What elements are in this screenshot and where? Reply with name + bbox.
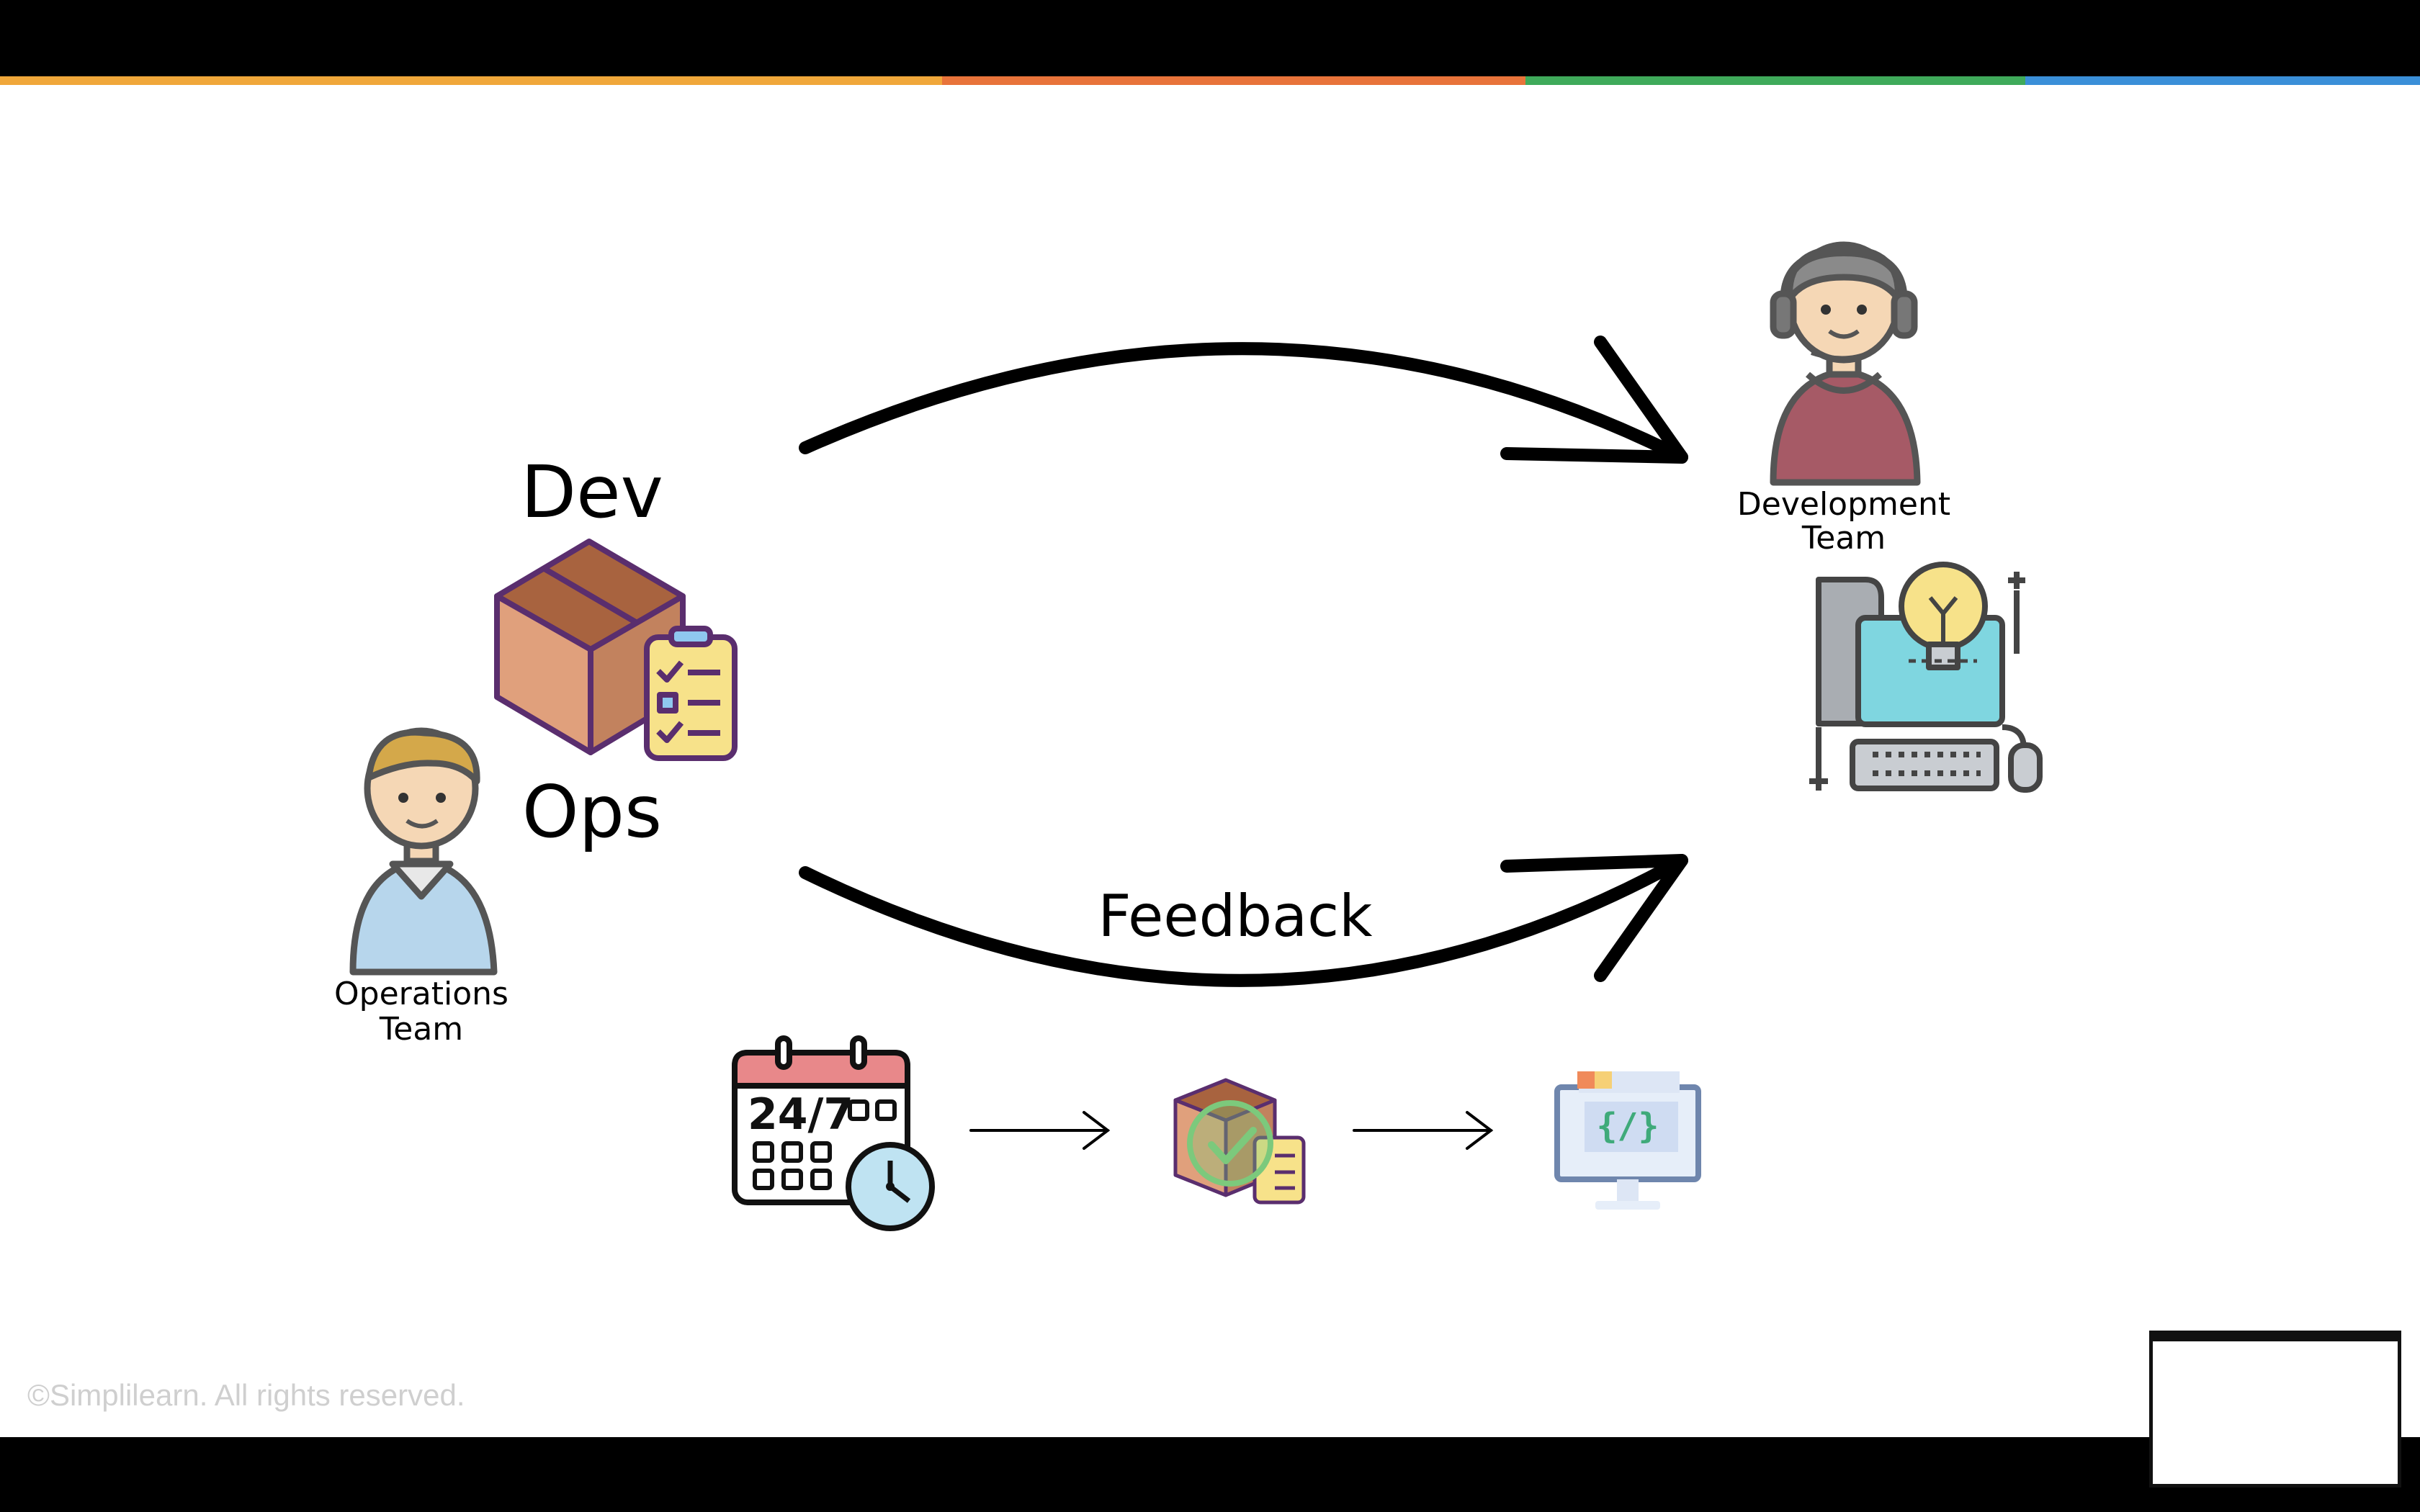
operations-team-line1: Operations bbox=[334, 976, 508, 1012]
flow-arrow-2 bbox=[1353, 1111, 1494, 1150]
developer-headset-icon bbox=[1770, 241, 1921, 486]
feedback-arrow bbox=[799, 854, 1688, 987]
svg-text:{/}: {/} bbox=[1597, 1106, 1659, 1146]
flow-arrow-1 bbox=[969, 1111, 1111, 1150]
accent-stripe-blue bbox=[2025, 76, 2420, 85]
presenter-thumbnail bbox=[2149, 1331, 2401, 1488]
operations-person-icon bbox=[349, 727, 498, 976]
copyright-text: ©Simplilearn. All rights reserved. bbox=[27, 1378, 465, 1412]
feedback-label: Feedback bbox=[1098, 883, 1373, 950]
calendar-clock-icon: 24/7 bbox=[732, 1035, 935, 1231]
bottom-black-bar bbox=[0, 1437, 2420, 1512]
development-team-line2: Team bbox=[1801, 520, 1886, 557]
accent-stripe-red bbox=[942, 76, 1525, 85]
dev-label: Dev bbox=[521, 450, 663, 534]
package-checklist-icon bbox=[494, 539, 738, 761]
calendar-247-text: 24/7 bbox=[748, 1089, 853, 1140]
verified-package-icon bbox=[1173, 1078, 1306, 1205]
accent-stripe-green bbox=[1525, 76, 2025, 85]
operations-team-line2: Team bbox=[379, 1011, 463, 1048]
idea-computer-icon bbox=[1809, 562, 2043, 793]
top-black-bar bbox=[0, 0, 2420, 76]
development-team-line1: Development bbox=[1737, 486, 1950, 523]
top-arrow bbox=[799, 336, 1688, 464]
ops-label: Ops bbox=[522, 770, 662, 854]
thumbnail-top-strip bbox=[2153, 1334, 2398, 1341]
accent-stripe-orange bbox=[0, 76, 942, 85]
code-monitor-icon: {/} bbox=[1554, 1071, 1701, 1210]
